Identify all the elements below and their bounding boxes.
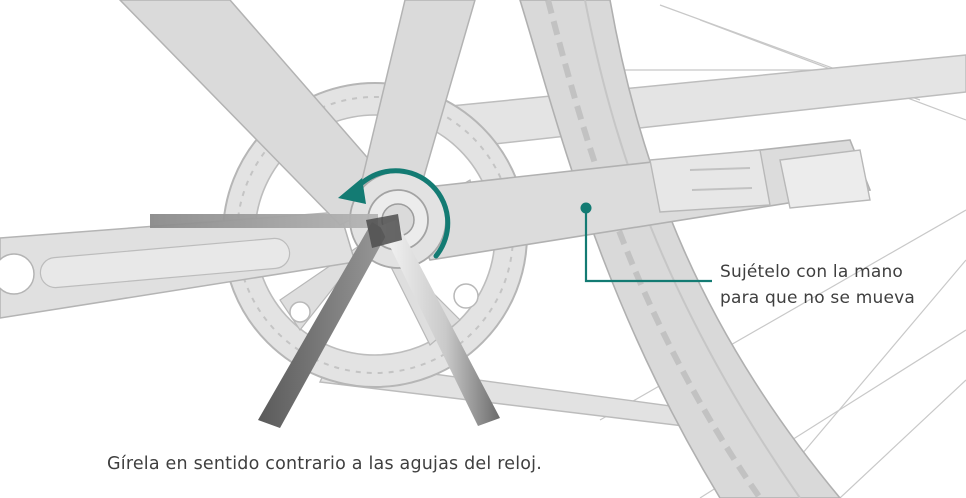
right-crank-arm	[398, 139, 872, 261]
hold-instruction-line-1: Sujételo con la mano	[720, 262, 904, 282]
chain-stay	[408, 54, 966, 151]
tool-handle-bar	[150, 214, 378, 228]
wrench-tool	[258, 214, 500, 428]
counterclockwise-arrow-icon	[338, 168, 451, 259]
pointer-dot-icon	[580, 202, 712, 283]
hold-instruction: Sujételo con la mano para que no se muev…	[720, 259, 915, 311]
turn-instruction: Gírela en sentido contrario a las agujas…	[107, 454, 542, 474]
rear-wheel	[519, 0, 842, 498]
hold-instruction-line-2: para que no se mueva	[720, 288, 916, 308]
